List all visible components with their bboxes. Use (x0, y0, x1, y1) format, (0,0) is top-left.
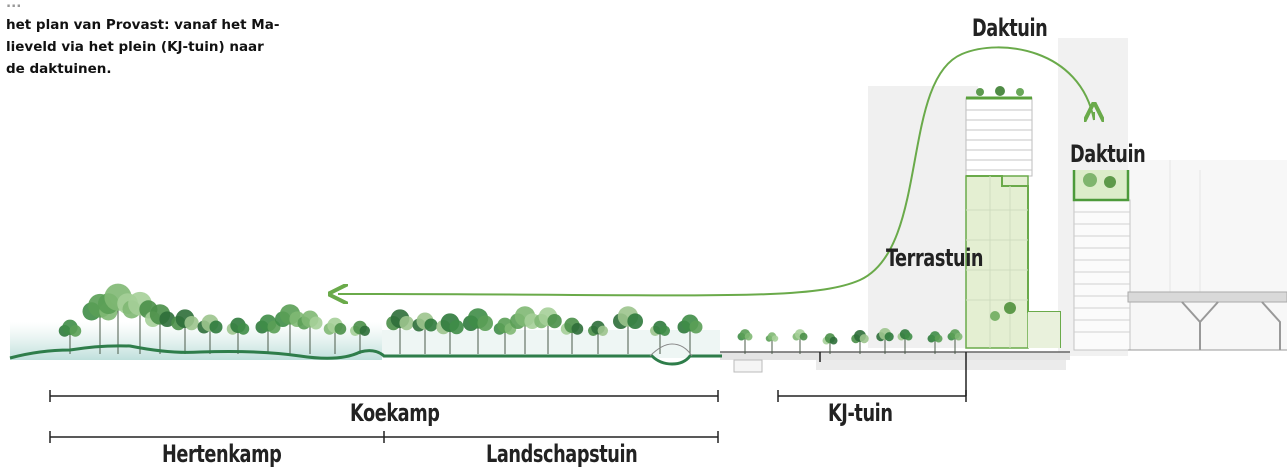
label-koekamp: Koekamp (350, 399, 440, 427)
caption-text: ... het plan van Provast: vanaf het Ma- … (6, 0, 336, 80)
tree-canopy-blob (954, 332, 963, 341)
right-tower (1072, 170, 1131, 351)
tree-canopy-blob (571, 323, 584, 335)
tree-canopy-blob (884, 332, 894, 342)
tree-canopy (58, 283, 963, 354)
central-tower (965, 86, 1061, 349)
tree-canopy-blob (334, 323, 347, 335)
tree-canopy-blob (424, 318, 438, 332)
caption-line-4: de daktuinen. (6, 61, 112, 77)
tree-canopy-blob (547, 313, 562, 329)
tree-canopy-blob (159, 311, 175, 328)
tree-canopy-blob (934, 334, 943, 343)
label-terrastuin: Terrastuin (886, 244, 984, 272)
tree-canopy-blob (771, 335, 779, 342)
caption-line-3: lieveld via het plein (KJ-tuin) naar (6, 39, 264, 55)
tree-canopy-blob (829, 336, 838, 345)
tree-canopy-blob (904, 332, 913, 341)
tree-canopy-blob (399, 315, 414, 331)
tree-canopy-blob (627, 313, 643, 330)
tree-canopy-blob (237, 323, 250, 335)
tree-canopy-blob (477, 315, 494, 332)
label-daktuin-top: Daktuin (972, 14, 1048, 42)
route-arrow (338, 46, 1095, 295)
caption-line-2: het plan van Provast: vanaf het Ma- (6, 17, 280, 33)
tree-canopy-blob (799, 332, 808, 341)
label-kj-tuin: KJ-tuin (828, 399, 893, 427)
tree-canopy-blob (359, 325, 370, 336)
label-hertenkamp: Hertenkamp (162, 440, 282, 468)
tree-canopy-blob (597, 325, 608, 336)
caption-line-1: ... (6, 0, 22, 11)
tree-canopy-blob (69, 325, 82, 337)
dimension-lines (49, 352, 967, 443)
plein-surface (720, 351, 1070, 373)
tree-canopy-blob (744, 332, 753, 341)
tree-canopy-blob (659, 325, 670, 336)
label-landschapstuin: Landschapstuin (486, 440, 638, 468)
tree-canopy-blob (309, 316, 323, 330)
tree-canopy-blob (859, 334, 869, 344)
tree-canopy-blob (449, 319, 464, 335)
label-daktuin-right: Daktuin (1070, 140, 1146, 168)
tree-canopy-blob (689, 320, 703, 334)
tree-canopy-blob (209, 320, 223, 334)
viaduct (1127, 291, 1287, 351)
ground-line (9, 344, 722, 366)
tree-canopy-blob (184, 315, 199, 331)
